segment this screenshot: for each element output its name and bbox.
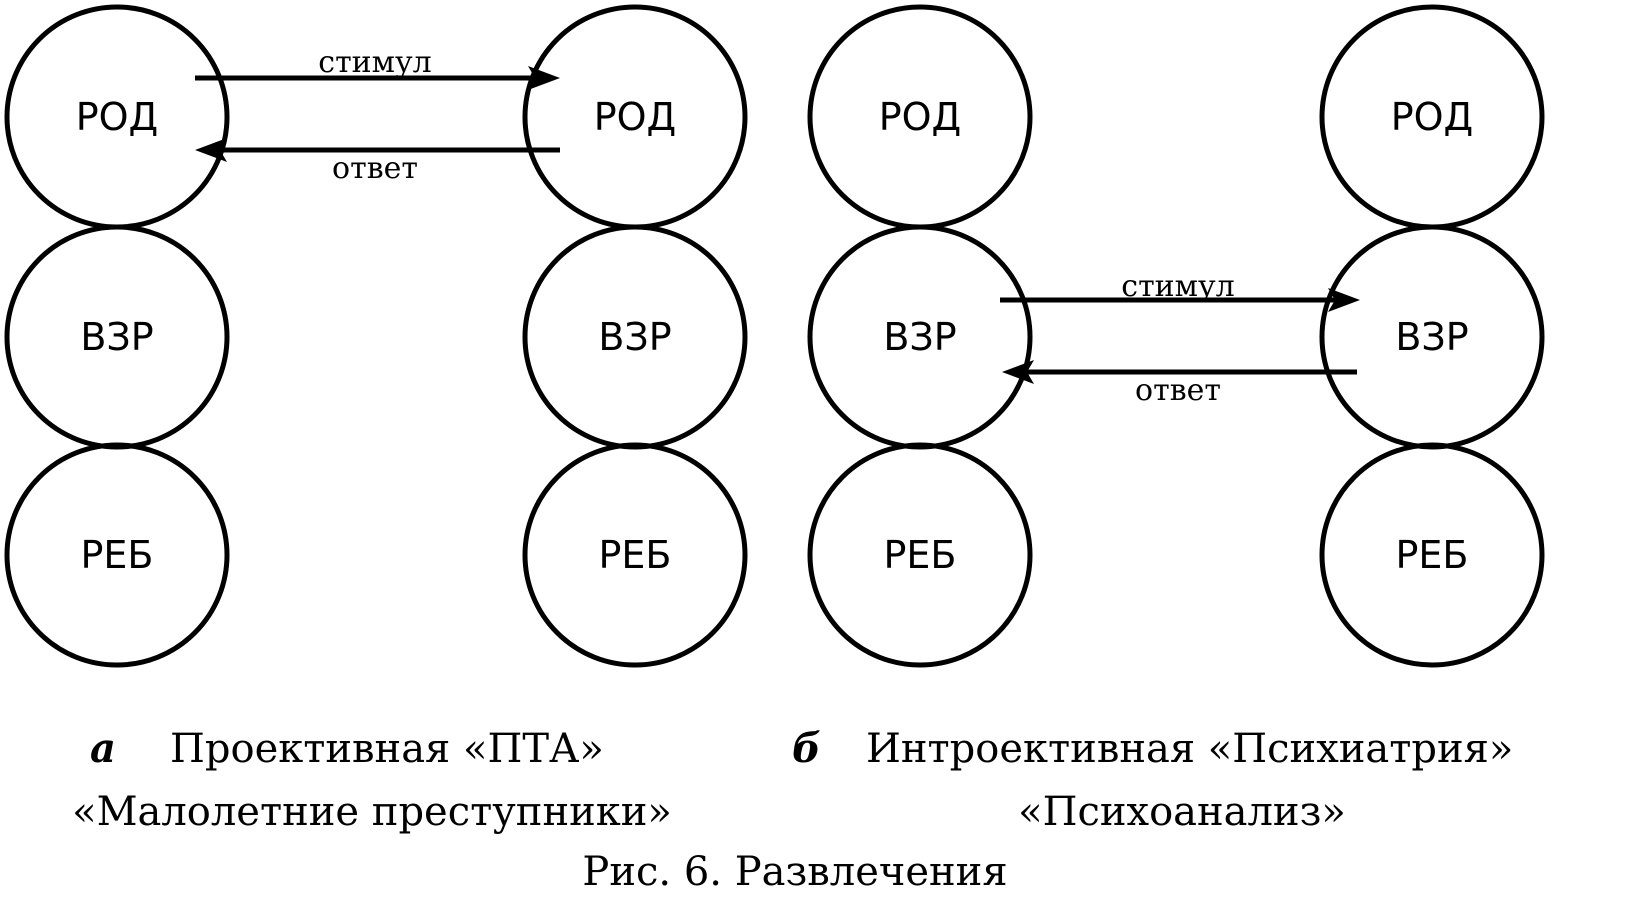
arrow-stimulus-b: [1000, 288, 1360, 312]
caption-b-line2: «Психоанализ»: [1018, 789, 1346, 835]
arrow-response-b: [1002, 360, 1357, 384]
ego-state-circle: [807, 442, 1033, 668]
caption-b-letter: б: [792, 725, 821, 772]
label-response-a: ответ: [332, 151, 418, 186]
caption-a-line1: Проективная «ПТА»: [170, 726, 604, 772]
ego-state-label: ВЗР: [598, 315, 671, 359]
ego-state-label: ВЗР: [883, 315, 956, 359]
ego-state-label: РЕБ: [1396, 533, 1469, 577]
caption-b-line1: Интроективная «Психиатрия»: [866, 726, 1513, 772]
ego-state-label: РОД: [594, 95, 677, 139]
ego-state-label: РЕБ: [599, 533, 672, 577]
ego-state-label: ВЗР: [1395, 315, 1468, 359]
ego-state-circle: [1319, 442, 1545, 668]
ego-state-label: РОД: [879, 95, 962, 139]
arrow-response-a: [195, 138, 560, 162]
arrow-stimulus-a: [195, 66, 560, 90]
ego-state-label: РОД: [76, 95, 159, 139]
ego-state-label: РЕБ: [81, 533, 154, 577]
label-stimulus-a: стимул: [318, 45, 431, 80]
ego-state-circle: [4, 442, 230, 668]
label-response-b: ответ: [1135, 373, 1221, 408]
ego-state-label: РОД: [1391, 95, 1474, 139]
caption-a-letter: а: [90, 725, 116, 772]
ego-state-label: ВЗР: [80, 315, 153, 359]
caption-a-line2: «Малолетние преступники»: [72, 789, 672, 835]
ego-state-label: РЕБ: [884, 533, 957, 577]
figure-caption: Рис. 6. Развлечения: [582, 849, 1007, 895]
ego-state-circle: [522, 442, 748, 668]
label-stimulus-b: стимул: [1121, 269, 1234, 304]
